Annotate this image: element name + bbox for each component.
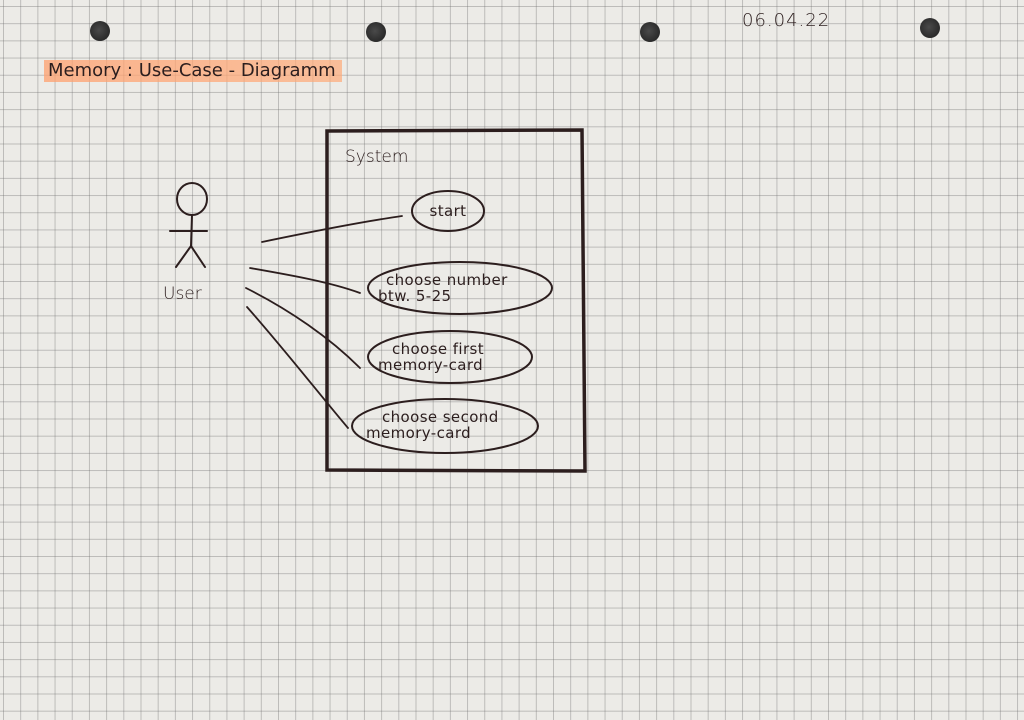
use-case-start-text: start: [429, 202, 467, 220]
use-case-choose-number-line1: choose number: [386, 271, 508, 289]
use-case-choose-second-line2: memory-card: [366, 424, 472, 442]
actor-label: User: [163, 284, 202, 304]
use-case-ellipse-choose-number: [367, 261, 553, 315]
title-highlight: Memory : Use-Case - Diagramm: [44, 60, 342, 82]
association-line-choose-number: [249, 267, 361, 294]
system-boundary: [325, 128, 587, 473]
use-case-choose-number: choose number btw. 5-25: [378, 272, 548, 304]
use-case-choose-number-line2: btw. 5-25: [378, 287, 452, 305]
actor-stick-figure: [169, 182, 208, 268]
use-case-choose-first-line2: memory-card: [378, 356, 484, 374]
use-case-start: start: [412, 203, 484, 219]
punch-hole-3: [640, 22, 660, 42]
use-case-ellipse-choose-second: [351, 398, 539, 454]
punch-hole-1: [90, 21, 110, 41]
punch-hole-4: [920, 18, 940, 38]
use-case-choose-first-line1: choose first: [392, 340, 485, 358]
system-label: System: [345, 147, 409, 167]
diagram-title: Memory : Use-Case - Diagramm: [48, 60, 336, 81]
use-case-choose-second-line1: choose second: [382, 408, 499, 426]
punch-hole-2: [366, 22, 386, 42]
association-line-start: [261, 215, 403, 243]
use-case-ellipse-choose-first: [367, 330, 533, 384]
association-line-choose-first: [245, 287, 361, 369]
use-case-ellipse-start: [411, 190, 485, 232]
association-line-choose-second: [246, 306, 349, 429]
use-case-choose-first: choose first memory-card: [378, 341, 528, 373]
use-case-choose-second: choose second memory-card: [366, 409, 531, 441]
date-label: 06.04.22: [742, 10, 831, 31]
